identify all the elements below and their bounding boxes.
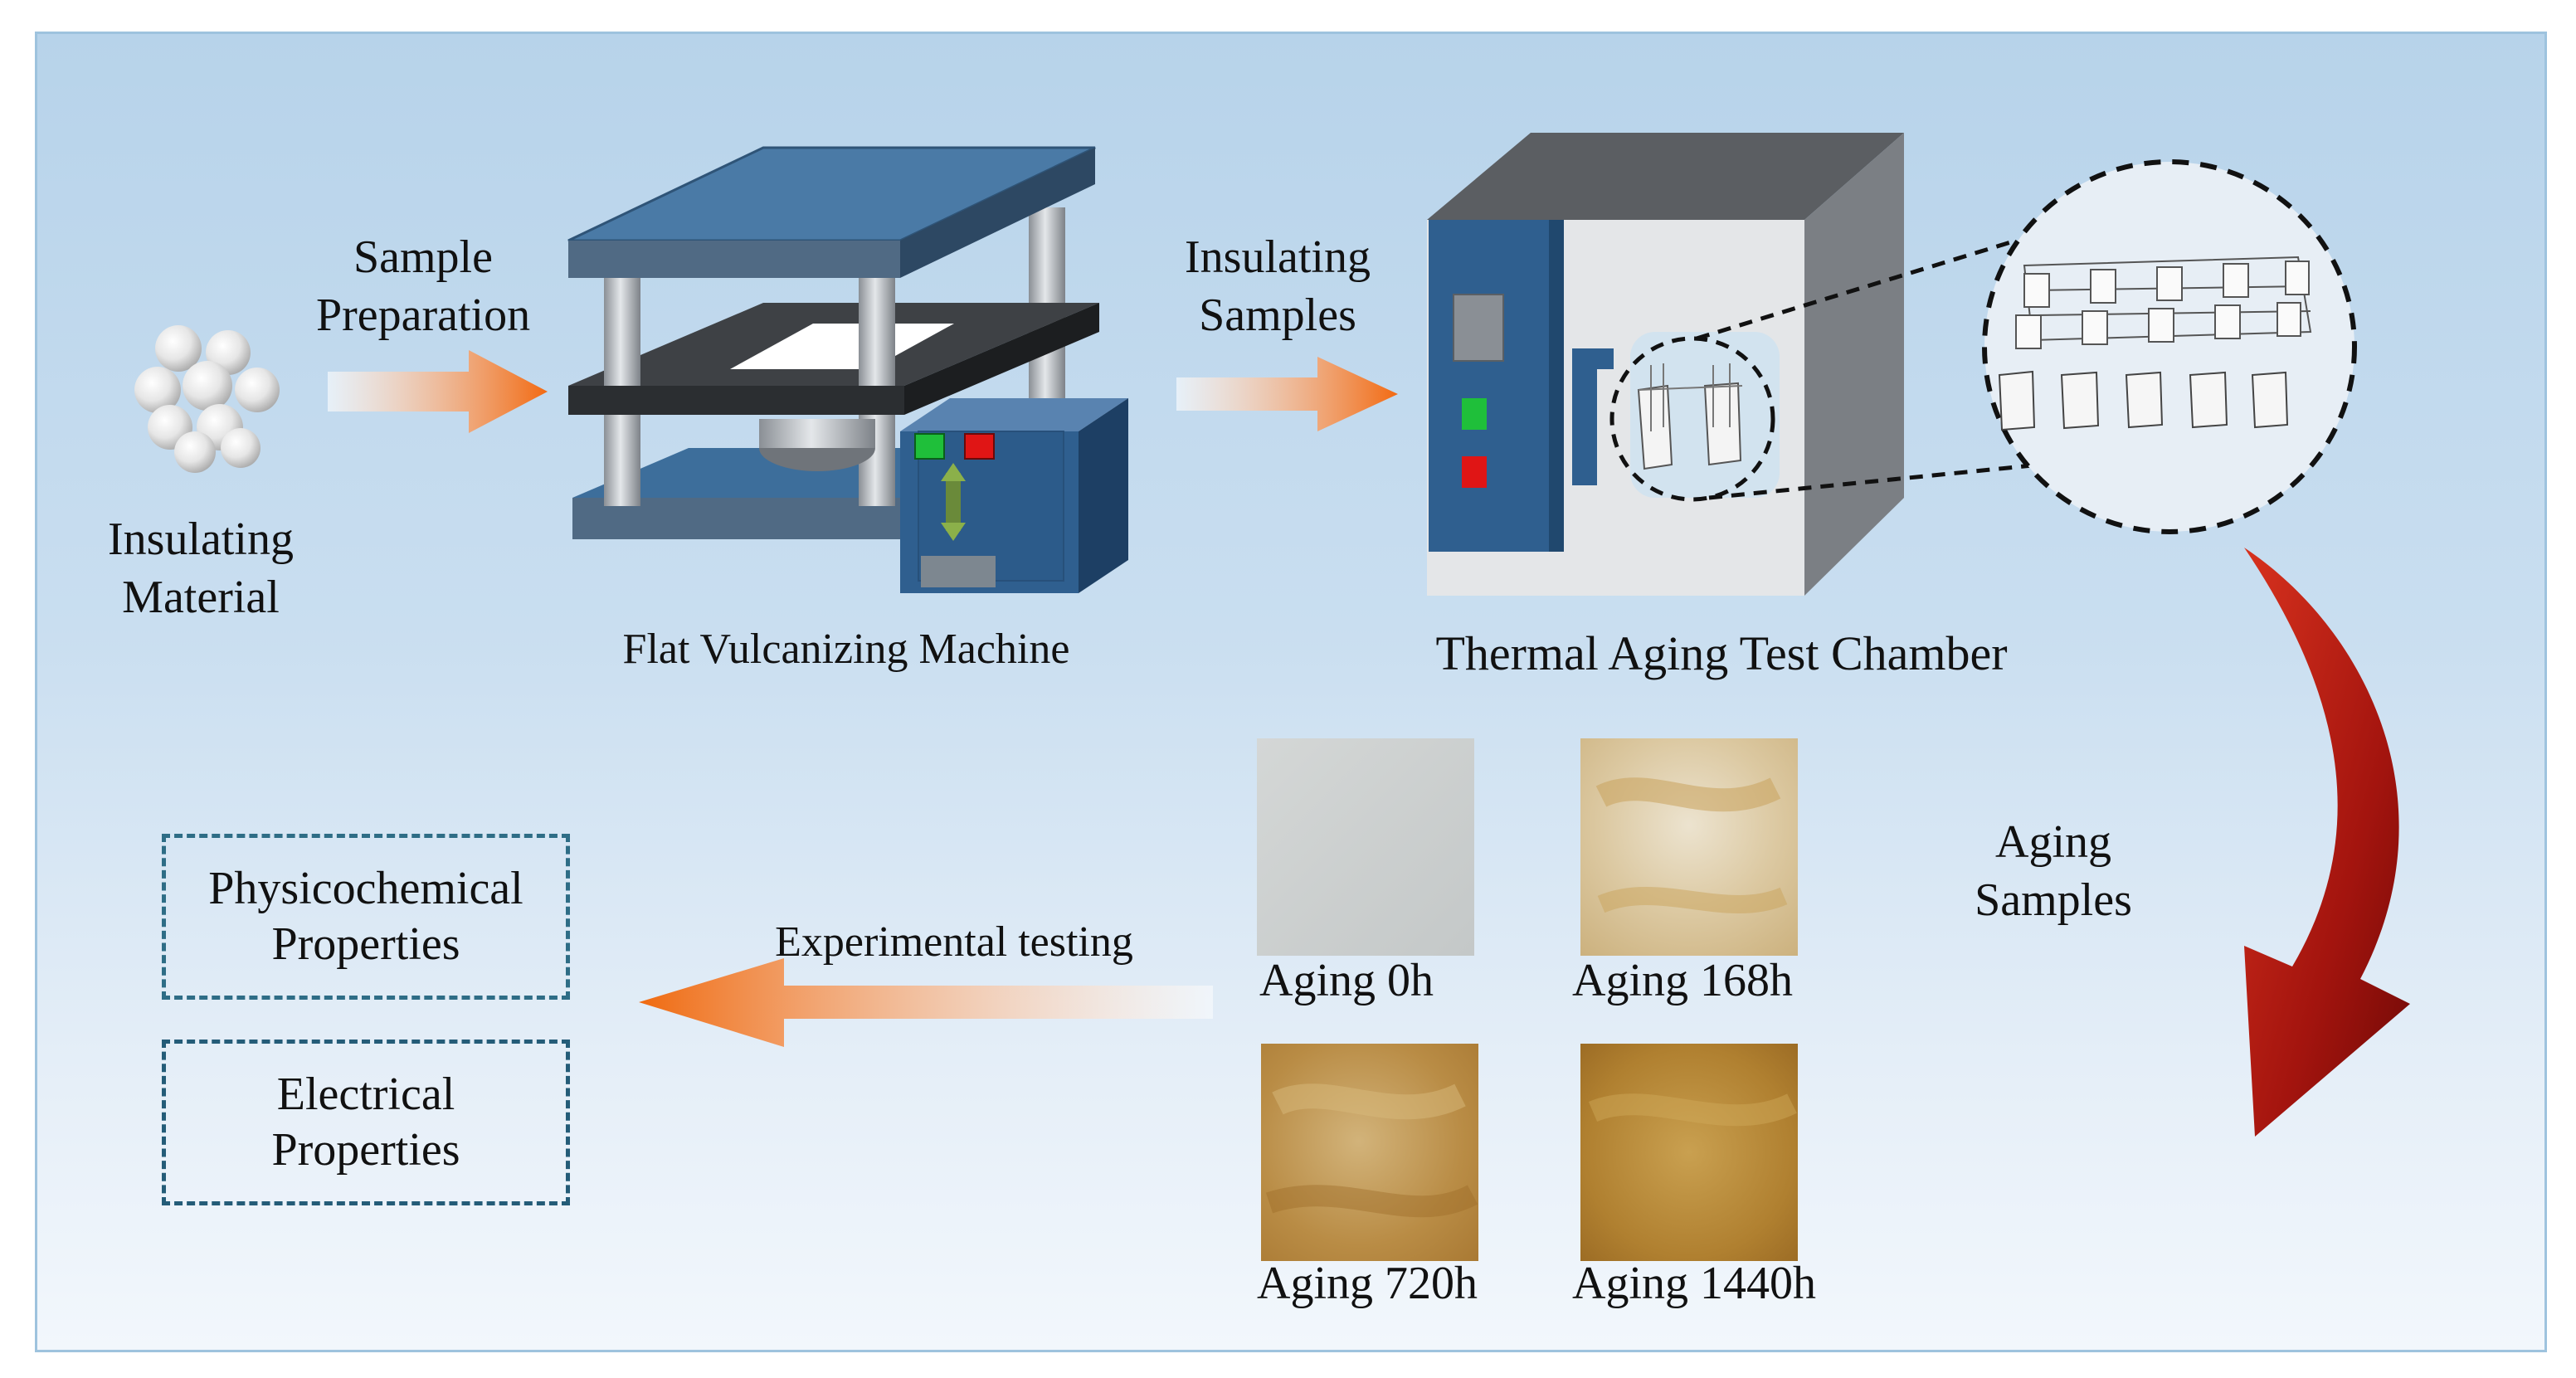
box-electrical-properties: Electrical Properties (162, 1040, 570, 1205)
arrow-insulating-samples (1176, 357, 1398, 431)
sample-rack-zoom-icon (1982, 159, 2357, 534)
aging-swatches (1257, 738, 1798, 1261)
caption-aging-168h: Aging 168h (1572, 955, 1793, 1006)
swatch-aging-1440h (1580, 1044, 1798, 1261)
swatch-aging-0h (1257, 738, 1474, 956)
vulcanizing-machine-icon (567, 146, 1128, 593)
caption-aging-0h: Aging 0h (1259, 955, 1434, 1006)
aging-chamber-icon (1427, 133, 1904, 596)
pellets-icon (134, 325, 280, 473)
swatch-aging-720h (1261, 1044, 1478, 1261)
arrow-sample-preparation (328, 350, 548, 433)
label-vulcanizing-machine: Flat Vulcanizing Machine (622, 626, 1070, 673)
caption-aging-720h: Aging 720h (1257, 1258, 1478, 1309)
label-experimental-testing: Experimental testing (775, 918, 1133, 966)
curved-arrow-aging (2244, 548, 2410, 1137)
arrow-experimental-testing (639, 958, 1213, 1047)
label-aging-chamber: Thermal Aging Test Chamber (1435, 626, 2008, 680)
zoom-lines (1696, 238, 2042, 500)
caption-aging-1440h: Aging 1440h (1572, 1258, 1816, 1309)
box-physicochemical-properties: Physicochemical Properties (162, 834, 570, 1000)
swatch-aging-168h (1580, 738, 1798, 956)
